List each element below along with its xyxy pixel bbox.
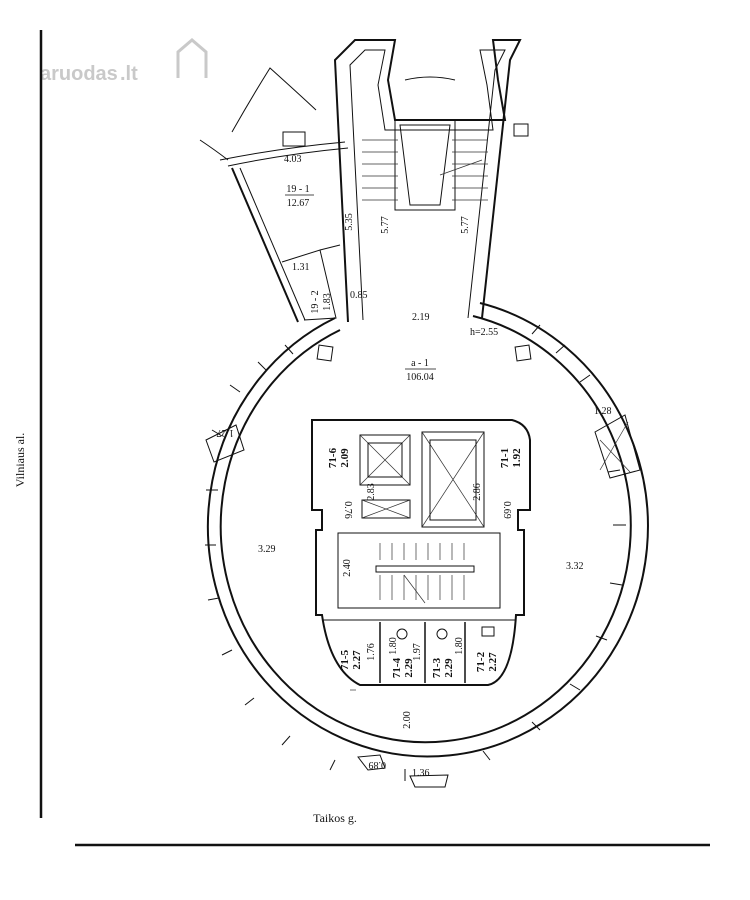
room-71-2-area: 2.27: [487, 652, 499, 672]
room-71-5-id: 71-5: [339, 649, 351, 670]
aruodas-logo: aruodas .lt: [40, 38, 208, 85]
room-71-1-area: 1.92: [511, 448, 523, 468]
dim-3-29: 3.29: [258, 544, 276, 555]
room-19-2-id: 19 - 2: [310, 290, 321, 313]
room-19-1-id: 19 - 1: [286, 184, 309, 195]
dim-5-35: 5.35: [344, 213, 355, 231]
dim-1-80-b: 1.80: [454, 637, 465, 655]
room-71-4-id: 71-4: [391, 657, 403, 678]
room-71-6-id: 71-6: [327, 447, 339, 468]
dim-0-76: 0.76: [342, 501, 353, 519]
column: [514, 344, 532, 362]
street-label-vilniaus: Vilniaus al.: [13, 433, 27, 488]
room-a-1-area: 106.04: [406, 372, 434, 383]
room-71-3-id: 71-3: [431, 657, 443, 678]
dim-4-03: 4.03: [284, 154, 302, 165]
room-19-2-area: 1.83: [322, 293, 333, 311]
room-71-3-area: 2.29: [443, 658, 455, 678]
dim-2-19: 2.19: [412, 312, 430, 323]
house-icon: [176, 38, 208, 78]
dim-2-83: 2.83: [366, 483, 377, 501]
dim-1-36: 1.36: [412, 768, 430, 779]
dim-1-31: 1.31: [292, 262, 310, 273]
room-71-6-area: 2.09: [339, 448, 351, 468]
room-71-4-area: 2.29: [403, 658, 415, 678]
room-a-1-id: a - 1: [411, 358, 429, 369]
dim-3-32: 3.32: [566, 561, 584, 572]
wing-19: [199, 67, 349, 323]
dim-1-97: 1.97: [412, 643, 423, 661]
dim-0-69: 0.69: [501, 501, 512, 519]
room-19-1-area: 12.67: [287, 198, 310, 209]
room-labels: 19 - 1 12.67 19 - 2 1.83 a - 1 106.04 71…: [285, 184, 523, 678]
room-71-2-id: 71-2: [475, 651, 487, 672]
dim-2-86: 2.86: [472, 483, 483, 501]
room-71-1-id: 71-1: [499, 448, 511, 468]
logo-suffix: .lt: [120, 63, 138, 85]
column: [316, 344, 334, 362]
dim-2-40: 2.40: [342, 559, 353, 577]
room-71-5-area: 2.27: [351, 650, 363, 670]
dim-1-80-a: 1.80: [388, 637, 399, 655]
dim-0-89: 0.89: [369, 759, 387, 770]
round-hall-walls: [205, 302, 649, 788]
dim-1-76: 1.76: [366, 643, 377, 661]
dim-0-85: 0.85: [350, 290, 368, 301]
logo-text: aruodas: [40, 63, 118, 85]
dim-1-27: 1.27: [217, 427, 235, 438]
dim-1-28: 1.28: [594, 406, 612, 417]
dimension-labels: 4.03 5.35 5.77 5.77 1.31 0.85 2.19 h=2.5…: [217, 154, 612, 779]
dim-5-77-left: 5.77: [380, 216, 391, 234]
stair-tower: [333, 39, 529, 323]
dim-2-00: 2.00: [402, 711, 413, 729]
central-core: [311, 419, 531, 691]
dim-5-77-right: 5.77: [460, 216, 471, 234]
height-2-55: h=2.55: [470, 327, 498, 338]
street-label-taikos: Taikos g.: [313, 811, 357, 825]
